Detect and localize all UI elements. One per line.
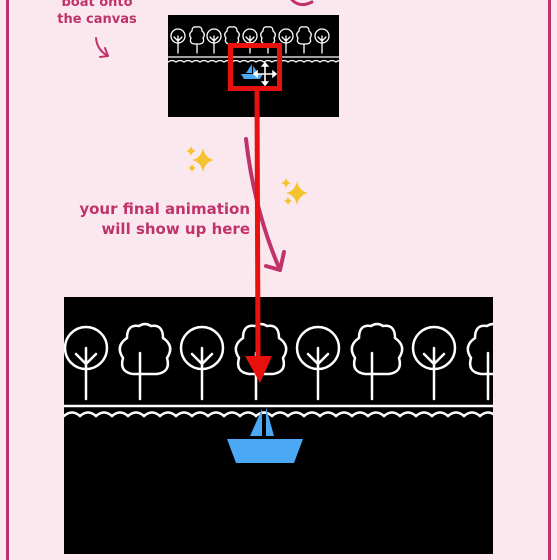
- tree-icon: [278, 28, 294, 54]
- sparkle-icon: [186, 146, 214, 172]
- curved-arrow-icon: [95, 37, 109, 58]
- tree-icon: [296, 26, 312, 54]
- tree-icon: [314, 28, 330, 54]
- tree-icon: [64, 325, 109, 401]
- move-cursor-icon: [252, 61, 278, 87]
- hint-final-animation-line2: will show up here: [101, 220, 250, 238]
- water-waves: [64, 411, 493, 418]
- curved-arrow-icon: [290, 0, 314, 7]
- tree-icon: [466, 322, 493, 401]
- boat-icon: [227, 407, 303, 463]
- page-frame-right: [548, 0, 551, 560]
- hint-drag-boat: boat onto the canvas: [52, 0, 142, 28]
- sparkle-icon: [281, 178, 308, 205]
- tree-icon: [411, 325, 457, 401]
- page-frame-left: [6, 0, 9, 560]
- tree-icon: [206, 28, 222, 54]
- water-waves: [168, 59, 339, 63]
- hint-drag-boat-line1: boat onto: [61, 0, 133, 10]
- tree-icon: [179, 325, 225, 401]
- curved-arrow-icon: [244, 137, 286, 272]
- tree-icon: [118, 322, 172, 401]
- hint-final-animation-line1: your final animation: [79, 200, 250, 218]
- hint-final-animation: your final animation will show up here: [70, 199, 250, 239]
- tree-icon: [350, 322, 404, 401]
- tree-icon: [170, 28, 186, 54]
- boat-selection-box: [228, 43, 282, 91]
- tree-icon: [295, 325, 341, 401]
- drag-indicator-arrow: [245, 90, 272, 383]
- hint-drag-boat-line2: the canvas: [57, 12, 137, 27]
- tree-icon: [189, 26, 205, 54]
- animation-preview-canvas: [64, 297, 493, 554]
